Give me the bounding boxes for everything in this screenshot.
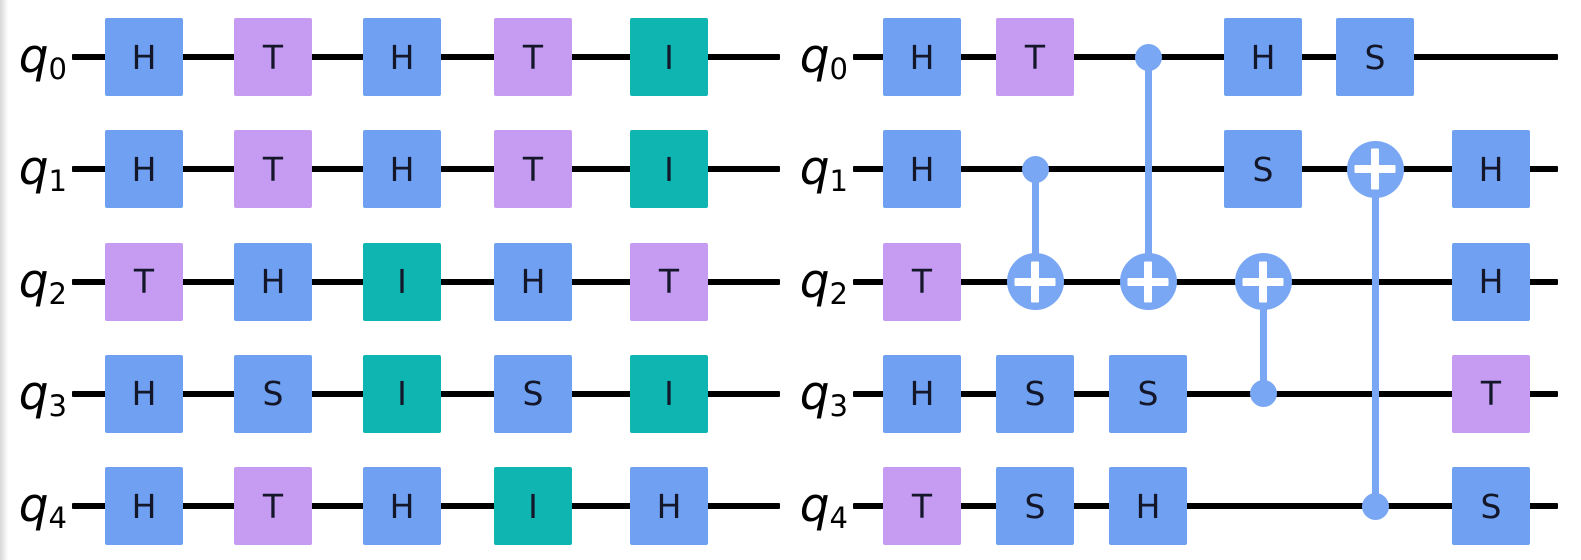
gate-S: S — [494, 354, 572, 433]
qubit-label-q2: q2 — [799, 253, 848, 311]
gate-H: H — [883, 18, 961, 96]
qubit-label-q2: q2 — [18, 253, 67, 311]
gate-H: H — [883, 354, 961, 433]
cnot-target-icon — [1006, 253, 1064, 311]
gate-T: T — [494, 130, 572, 209]
gate-H: H — [363, 467, 441, 546]
gate-H: H — [1109, 467, 1187, 546]
plus-vertical-bar — [1031, 261, 1039, 303]
gate-S: S — [996, 467, 1074, 546]
gate-H: H — [494, 242, 572, 321]
gate-T: T — [105, 242, 183, 321]
gate-H: H — [630, 467, 708, 546]
qubit-label-q4: q4 — [18, 478, 67, 536]
gate-S: S — [1336, 18, 1414, 96]
gate-S: S — [1224, 130, 1302, 209]
cnot-target-icon — [1234, 253, 1292, 311]
cnot-target-icon — [1346, 140, 1404, 198]
gate-H: H — [105, 130, 183, 209]
qubit-label-q0: q0 — [18, 29, 67, 86]
gate-I: I — [363, 354, 441, 433]
cnot-control-dot — [1134, 43, 1162, 71]
gate-I: I — [494, 467, 572, 546]
gate-H: H — [234, 242, 312, 321]
gate-I: I — [630, 354, 708, 433]
gate-T: T — [883, 467, 961, 546]
gate-T: T — [494, 18, 572, 96]
cnot-connector-line — [1259, 281, 1267, 394]
gate-S: S — [996, 354, 1074, 433]
qubit-label-q4: q4 — [799, 478, 848, 536]
gate-H: H — [1452, 130, 1530, 209]
cnot-target-icon — [1119, 253, 1177, 311]
qubit-wire-q3 — [853, 390, 1558, 397]
screen-left-edge — [0, 0, 8, 560]
gate-H: H — [105, 18, 183, 96]
qubit-label-q3: q3 — [18, 365, 67, 423]
qubit-label-q1: q1 — [18, 141, 67, 199]
qubit-wire-q1 — [853, 166, 1558, 173]
cnot-control-dot — [1249, 380, 1277, 408]
gate-H: H — [363, 130, 441, 209]
cnot-control-dot — [1361, 492, 1389, 520]
gate-T: T — [234, 467, 312, 546]
gate-H: H — [1224, 18, 1302, 96]
cnot-control-dot — [1021, 155, 1049, 183]
gate-I: I — [630, 130, 708, 209]
gate-T: T — [883, 242, 961, 321]
gate-S: S — [234, 354, 312, 433]
gate-T: T — [1452, 354, 1530, 433]
qubit-label-q3: q3 — [799, 365, 848, 423]
qubit-wire-q0 — [853, 54, 1558, 60]
gate-T: T — [630, 242, 708, 321]
gate-I: I — [630, 18, 708, 96]
gate-H: H — [105, 354, 183, 433]
gate-T: T — [234, 130, 312, 209]
plus-vertical-bar — [1259, 261, 1267, 303]
gate-H: H — [1452, 242, 1530, 321]
qubit-label-q1: q1 — [799, 141, 848, 199]
qubit-wire-q2 — [853, 278, 1558, 285]
qubit-wire-q4 — [853, 503, 1558, 510]
plus-vertical-bar — [1144, 261, 1152, 303]
gate-T: T — [234, 18, 312, 96]
gate-S: S — [1109, 354, 1187, 433]
cnot-connector-line — [1371, 169, 1379, 507]
gate-H: H — [363, 18, 441, 96]
gate-H: H — [105, 467, 183, 546]
gate-H: H — [883, 130, 961, 209]
plus-vertical-bar — [1371, 148, 1379, 190]
gate-T: T — [996, 18, 1074, 96]
gate-S: S — [1452, 467, 1530, 546]
cnot-connector-line — [1031, 169, 1039, 282]
qubit-label-q0: q0 — [799, 29, 848, 86]
cnot-connector-line — [1144, 57, 1152, 282]
gate-I: I — [363, 242, 441, 321]
